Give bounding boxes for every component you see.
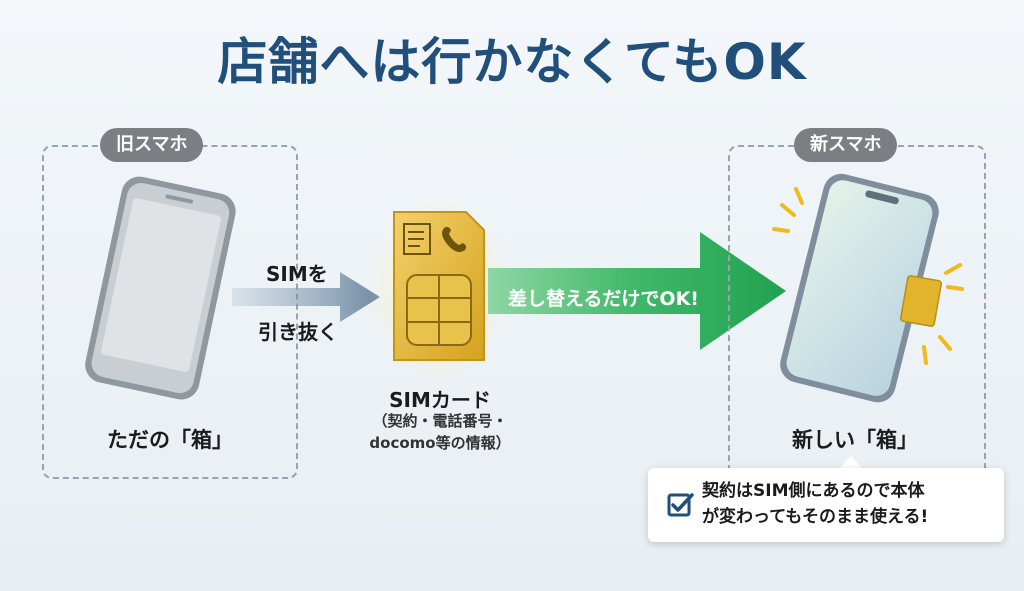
new-phone-icon [772,173,964,403]
checkbox-check-icon [667,493,694,517]
sim-card-detail-line1: （契約・電話番号・ [372,412,508,430]
note-line1: 契約はSIM側にあるので本体 [702,481,925,501]
new-phone-caption: 新しい「箱」 [792,428,918,452]
old-phone-tag: 旧スマホ [100,128,204,162]
old-phone-caption: ただの「箱」 [107,428,233,452]
sim-card-detail: （契約・電話番号・ docomo等の情報） [330,410,550,454]
note-pointer [838,456,864,470]
pull-out-arrow [232,272,380,322]
sim-card-detail-line2: docomo等の情報） [369,434,511,452]
page-title: 店舗へは行かなくてもOK [217,33,807,91]
arrow-label-line1: SIMを [266,262,328,286]
old-phone-icon [85,176,236,400]
note-callout: 契約はSIM側にあるので本体 が変わってもそのまま使える! [648,468,1004,542]
note-line2: が変わってもそのまま使える! [702,507,929,527]
swap-arrow-label: 差し替えるだけでOK! [508,288,699,310]
sim-card-title: SIMカード [389,388,491,412]
note-text: 契約はSIM側にあるので本体 が変わってもそのまま使える! [702,478,928,530]
new-phone-tag: 新スマホ [794,128,898,162]
swap-arrow [488,232,786,350]
sim-card-icon [369,196,509,380]
arrow-label-line2: 引き抜く [258,320,338,344]
